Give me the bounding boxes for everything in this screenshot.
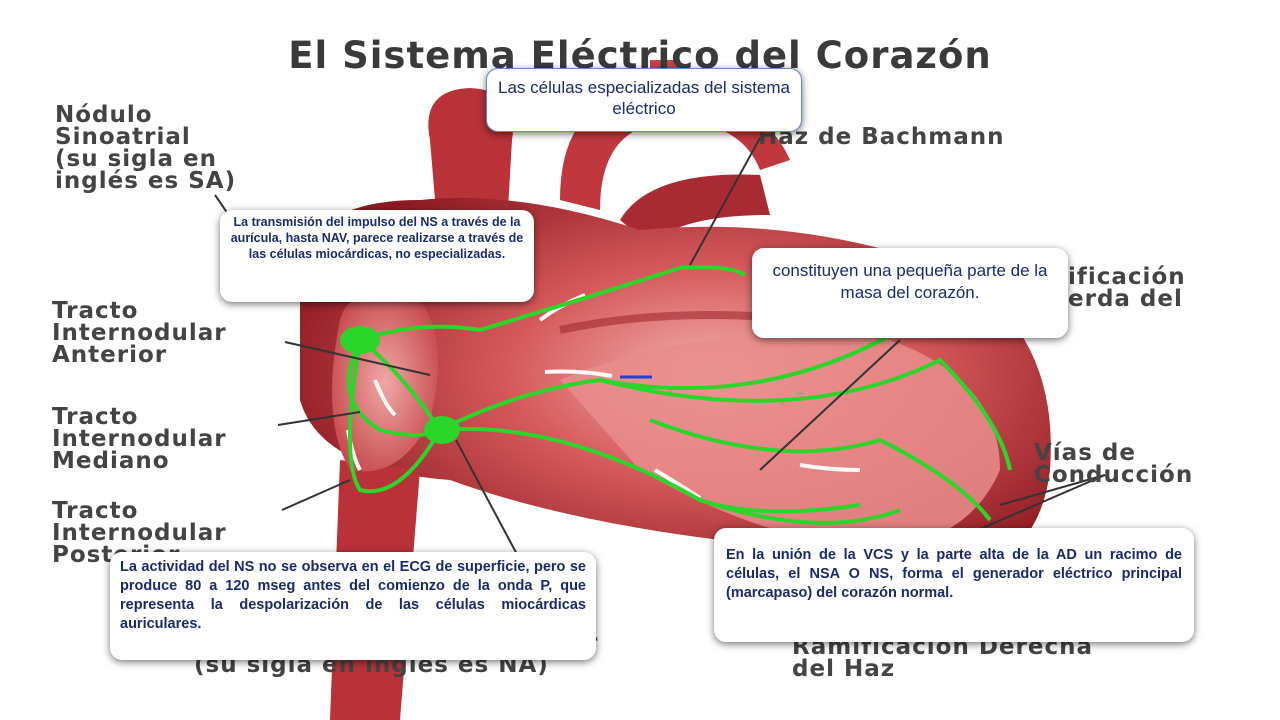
label-line: Anterior xyxy=(52,342,168,368)
label-line: Tracto xyxy=(52,498,139,524)
pulmonary-vessels xyxy=(620,174,770,245)
callout-union-vcs: En la unión de la VCS y la parte alta de… xyxy=(714,528,1194,642)
callout-actividad-ns: La actividad del NS no se observa en el … xyxy=(110,552,596,660)
label-line: Mediano xyxy=(52,448,170,474)
av-node xyxy=(424,416,460,444)
label-line: del Haz xyxy=(792,656,896,682)
label-line: Tracto xyxy=(52,404,139,430)
sa-node xyxy=(340,326,380,354)
label-haz-bachmann: Haz de Bachmann xyxy=(758,124,1005,150)
label-line: Internodular xyxy=(52,520,227,546)
label-line: inglés es SA) xyxy=(55,168,237,194)
callout-transmision-impulso: La transmisión del impulso del NS a trav… xyxy=(220,210,534,302)
callout-pequena-parte: constituyen una pequeña parte de la masa… xyxy=(752,248,1068,338)
label-line: Sinoatrial xyxy=(55,124,191,150)
label-sa-node: Nódulo Sinoatrial (su sigla en inglés es… xyxy=(55,102,237,194)
conduction-pathways xyxy=(346,265,1012,525)
label-tracto-anterior: Tracto Internodular Anterior xyxy=(52,298,227,368)
label-line: Nódulo xyxy=(55,102,153,128)
leader-lines xyxy=(214,137,1106,561)
label-rama-derecha: Ramificación Derecha del Haz xyxy=(792,636,1093,682)
label-line: Vías de xyxy=(1034,440,1136,466)
label-line: Conducción xyxy=(1034,462,1194,488)
label-line: Internodular xyxy=(52,426,227,452)
label-line: ificación xyxy=(1068,264,1186,290)
label-vias-conduccion: Vías de Conducción xyxy=(1034,440,1194,488)
label-line: Internodular xyxy=(52,320,227,346)
label-tracto-mediano: Tracto Internodular Mediano xyxy=(52,404,227,474)
label-line: erda del xyxy=(1068,286,1183,312)
label-line: Tracto xyxy=(52,298,139,324)
label-line: (su sigla en xyxy=(55,146,218,172)
label-ramificacion-izquierda: ificación erda del xyxy=(1068,264,1186,312)
callout-celulas-especializadas: Las células especializadas del sistema e… xyxy=(486,68,802,132)
